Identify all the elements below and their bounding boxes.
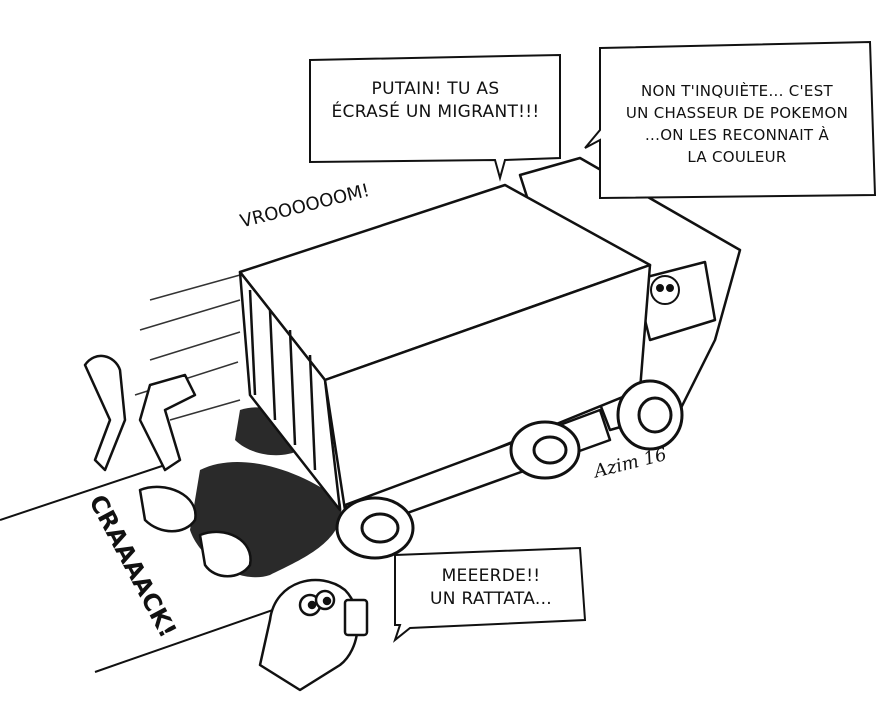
bubble-3-line-1: MEEERDE!! — [441, 566, 541, 586]
bubble-2-line-1: NON T'INQUIÈTE... C'EST — [640, 82, 833, 100]
victim-body — [138, 485, 197, 533]
driver — [650, 275, 680, 305]
pokemon-hunter — [258, 578, 369, 692]
victim-leg-left — [83, 354, 127, 472]
bubble-3-text: MEEERDE!! UN RATTATA... — [402, 565, 580, 611]
bubble-2-text: NON T'INQUIÈTE... C'EST UN CHASSEUR DE P… — [606, 80, 868, 168]
bubble-3-shape — [392, 546, 587, 643]
bubble-1-line-2: ÉCRASÉ UN MIGRANT!!! — [331, 102, 540, 122]
bubble-3-line-2: UN RATTATA... — [430, 589, 552, 609]
wheels — [335, 379, 684, 560]
bubble-1-shape — [309, 53, 561, 182]
bubble-2-line-3: ...ON LES RECONNAIT À — [644, 126, 830, 144]
smartphone — [343, 598, 369, 637]
bubble-1-line-1: PUTAIN! TU AS — [371, 79, 500, 99]
truck — [238, 156, 742, 532]
bubble-2-shape — [584, 40, 877, 200]
crushed-victims — [83, 354, 252, 578]
bubble-1-text: PUTAIN! TU AS ÉCRASÉ UN MIGRANT!!! — [318, 78, 553, 124]
victim-body-2 — [198, 530, 252, 578]
bubble-2-line-4: LA COULEUR — [687, 148, 787, 166]
victim-leg-right — [138, 373, 197, 472]
speech-bubbles — [309, 40, 877, 643]
bubble-2-line-2: UN CHASSEUR DE POKEMON — [625, 104, 849, 122]
